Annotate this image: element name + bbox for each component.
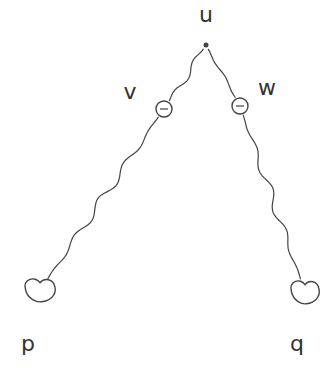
vertex-label: p (21, 333, 35, 355)
vertex-shape (155, 100, 173, 118)
vertex-shape (290, 279, 320, 305)
vertex-shape (24, 277, 56, 303)
ring-mark (236, 105, 244, 106)
vertex-shape (231, 97, 249, 115)
ring-mark (160, 108, 168, 109)
vertex-label: v (123, 81, 136, 103)
blob-outline (25, 279, 55, 302)
blob-outline (291, 281, 319, 304)
wavy-edge (170, 49, 204, 100)
leaf-blob: q (290, 279, 320, 305)
wavy-edge (243, 115, 300, 278)
leaf-blob: p (24, 277, 56, 303)
vertex-label: u (199, 4, 213, 26)
vertex-ring (156, 101, 172, 117)
wavy-edge (208, 49, 235, 97)
vertex-ring (232, 98, 248, 114)
vertex-label: q (290, 333, 304, 355)
vertex-shape (202, 41, 210, 49)
wavy-edge (48, 117, 158, 278)
vertex-label: w (258, 77, 276, 99)
graph-vertex: v (155, 100, 173, 118)
graph-vertex: w (231, 97, 249, 115)
graph-vertex: u (202, 41, 210, 49)
vertex-dot (204, 43, 209, 48)
